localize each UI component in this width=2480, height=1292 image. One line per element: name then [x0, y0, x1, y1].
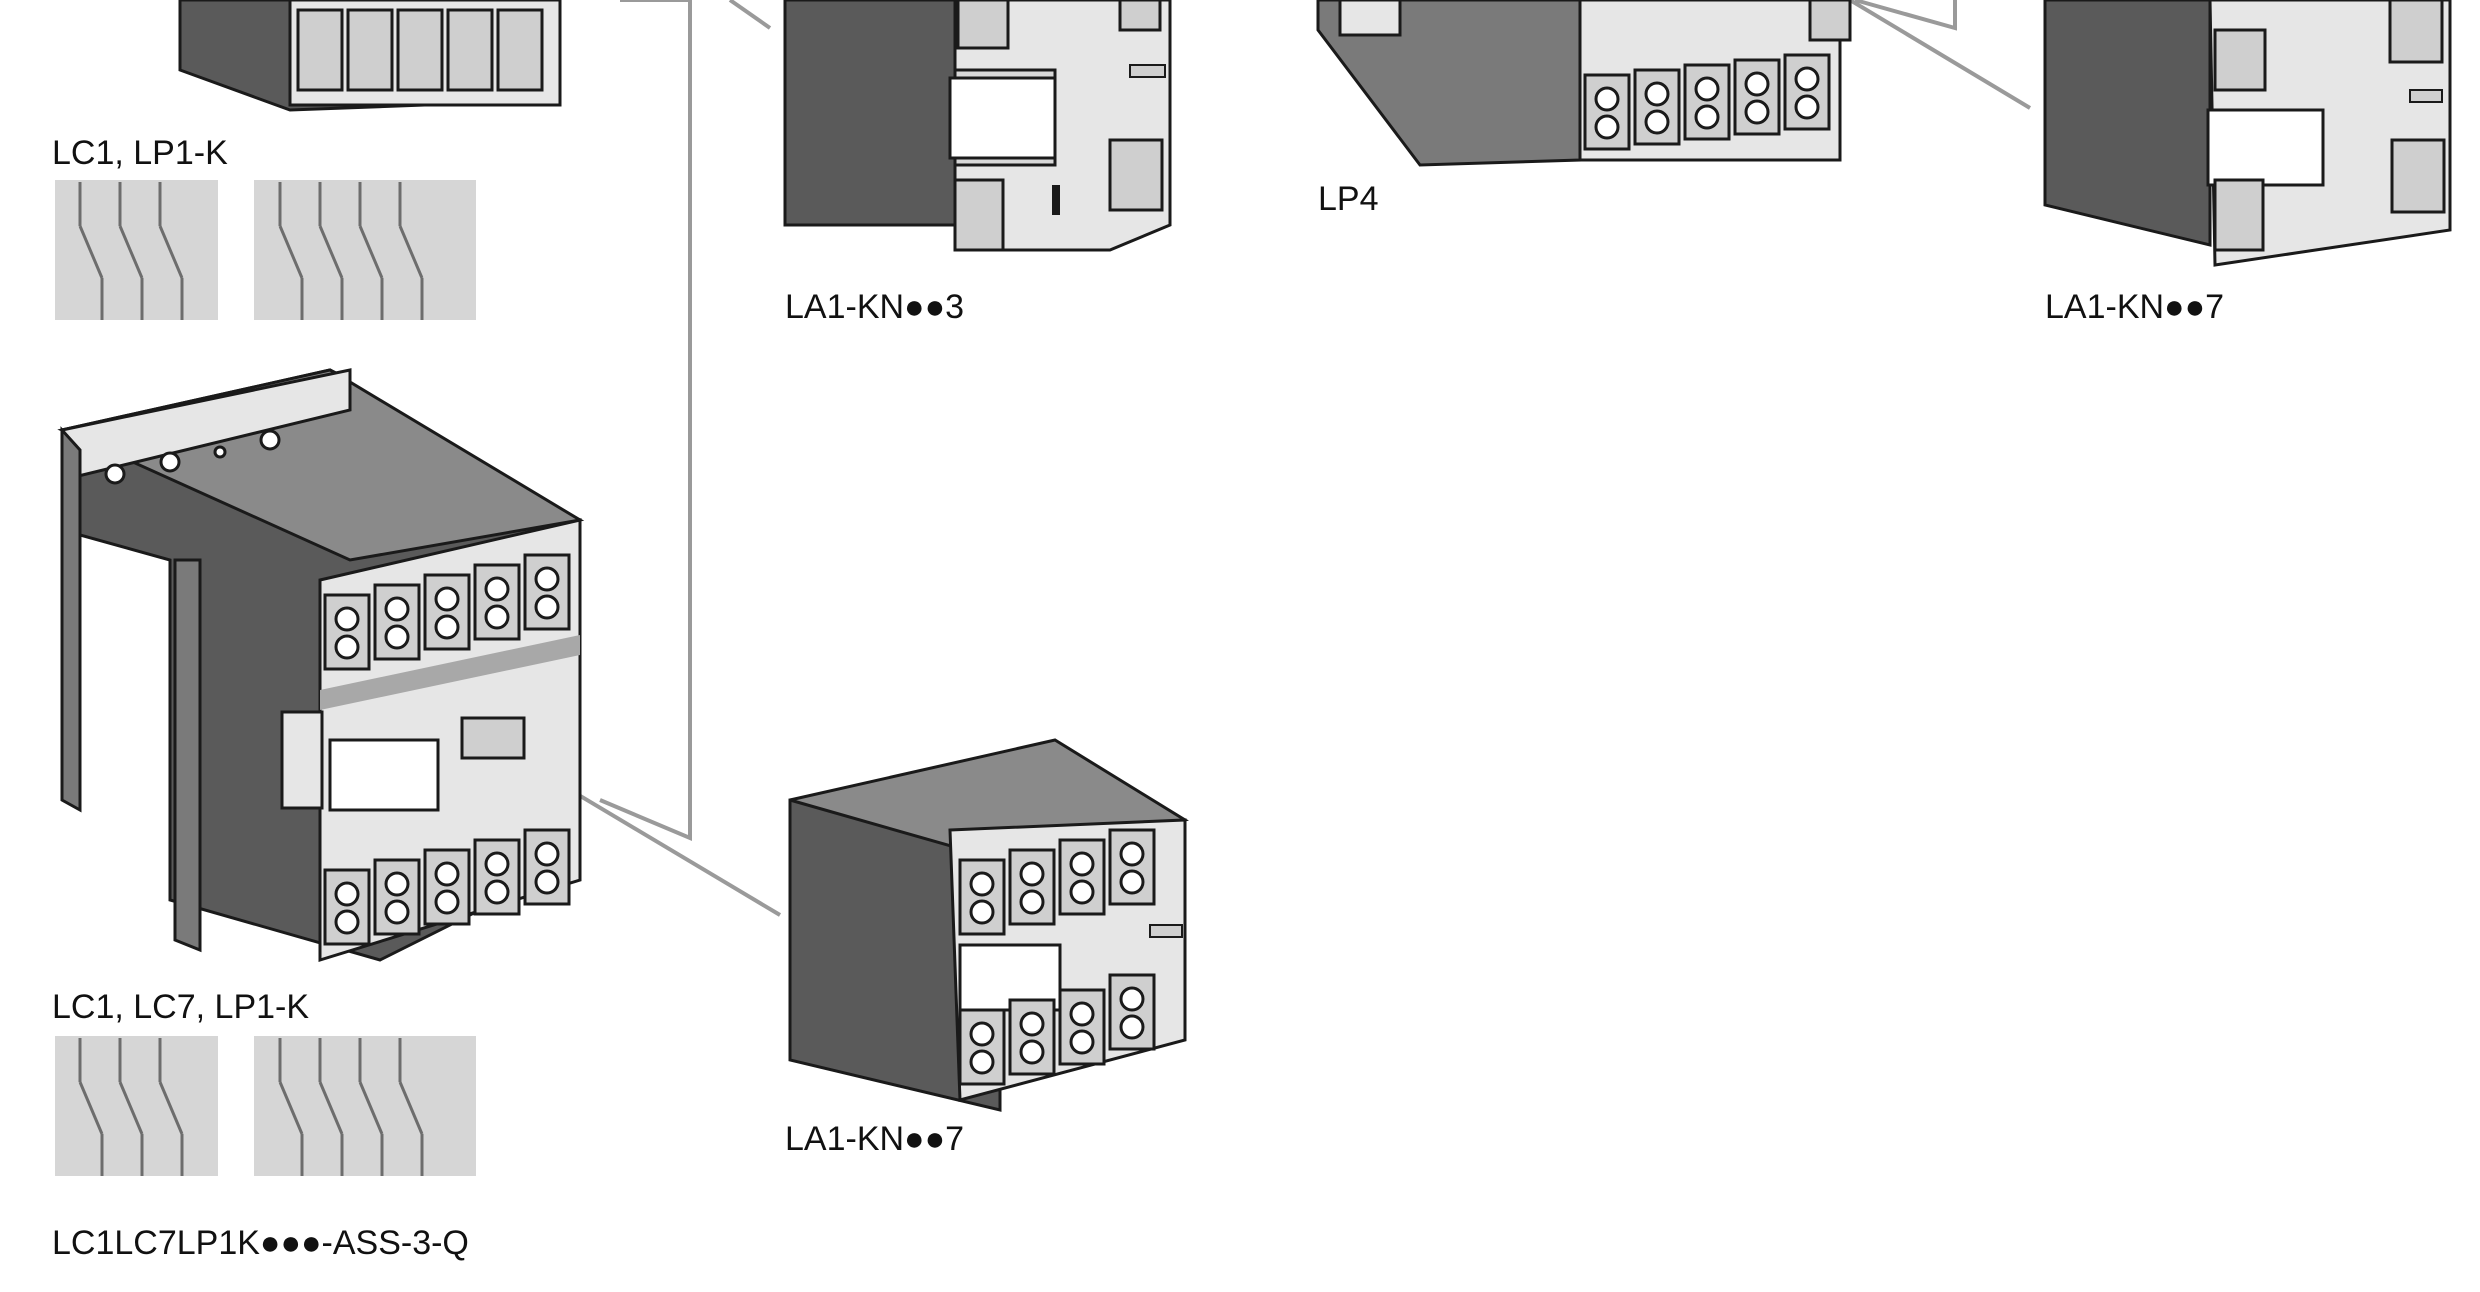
- label-lp4: LP4: [1318, 180, 1379, 218]
- auxiliary-block-la1-kn7-right: [2043, 0, 2452, 267]
- contact-symbol-4-pole: [254, 1036, 476, 1176]
- contact-symbol-3-pole: [55, 1036, 218, 1176]
- label-la1-kn3: LA1-KN●●3: [785, 288, 965, 326]
- contact-symbol-3-pole: [55, 180, 218, 320]
- contact-symbol-row-1: [55, 180, 476, 322]
- connector-line-lp4: [1854, 0, 1957, 31]
- connector-line-to-la1-kn7-right: [1848, 0, 2032, 110]
- contact-symbol-row-2: [55, 1036, 476, 1178]
- contactor-main: [57, 368, 585, 963]
- label-assembly-reference: LC1LC7LP1K●●●-ASS-3-Q: [52, 1224, 469, 1262]
- contactor-top-left: [178, 0, 562, 112]
- label-la1-kn7-bottom: LA1-KN●●7: [785, 1120, 965, 1158]
- marker-label-slot: [328, 738, 440, 812]
- connector-line-to-la1-kn3: [728, 0, 772, 30]
- label-lc1-lp1k: LC1, LP1-K: [52, 134, 228, 172]
- label-lc1-lc7-lp1k: LC1, LC7, LP1-K: [52, 988, 310, 1026]
- auxiliary-block-la1-kn7-bottom: [788, 738, 1189, 1112]
- contactor-lp4: [1316, 0, 1852, 167]
- label-la1-kn7-right: LA1-KN●●7: [2045, 288, 2225, 326]
- auxiliary-block-la1-kn3: [783, 0, 1172, 252]
- connector-line-top-left: [599, 0, 692, 842]
- contact-symbol-4-pole: [254, 180, 476, 320]
